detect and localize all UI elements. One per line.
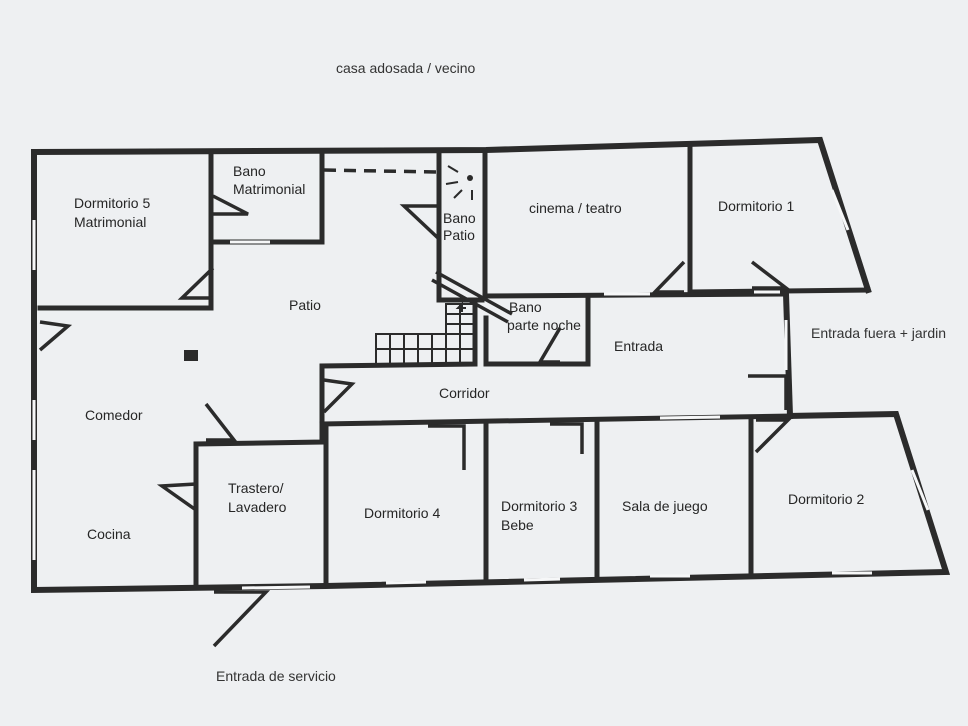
room-bano-patio-line1: Bano: [443, 210, 476, 226]
staircase: [375, 301, 475, 365]
room-trastero-line2: Lavadero: [228, 499, 287, 515]
room-patio: Patio: [289, 297, 321, 313]
room-dormitorio3-line1: Dormitorio 3: [501, 498, 577, 514]
room-dormitorio4: Dormitorio 4: [364, 505, 440, 521]
room-comedor: Comedor: [85, 407, 143, 423]
room-trastero-line1: Trastero/: [228, 480, 284, 496]
room-bano-matrimonial-line2: Matrimonial: [233, 181, 305, 197]
room-sala-juego: Sala de juego: [622, 498, 708, 514]
neighbor-note: casa adosada / vecino: [336, 60, 476, 76]
room-cocina: Cocina: [87, 526, 131, 542]
windows: [32, 189, 930, 590]
open-boundary: [323, 168, 437, 174]
garden-entrance-note: Entrada fuera + jardin: [811, 325, 946, 341]
room-cinema: cinema / teatro: [529, 200, 622, 216]
room-dormitorio2: Dormitorio 2: [788, 491, 864, 507]
doors: [38, 194, 793, 648]
room-bano-matrimonial-line1: Bano: [233, 163, 266, 179]
room-entrada: Entrada: [614, 338, 663, 354]
room-dormitorio1: Dormitorio 1: [718, 198, 794, 214]
room-dormitorio5-line1: Dormitorio 5: [74, 195, 150, 211]
room-dormitorio3-line2: Bebe: [501, 517, 534, 533]
room-dormitorio5-line2: Matrimonial: [74, 214, 146, 230]
room-corridor: Corridor: [439, 385, 490, 401]
column-icon: [184, 350, 198, 361]
room-bano-noche-line2: parte noche: [507, 317, 581, 333]
shower-icon: [445, 165, 473, 200]
room-bano-patio-line2: Patio: [443, 227, 475, 243]
room-bano-noche-line1: Bano: [509, 299, 542, 315]
service-entrance-note: Entrada de servicio: [216, 668, 336, 684]
